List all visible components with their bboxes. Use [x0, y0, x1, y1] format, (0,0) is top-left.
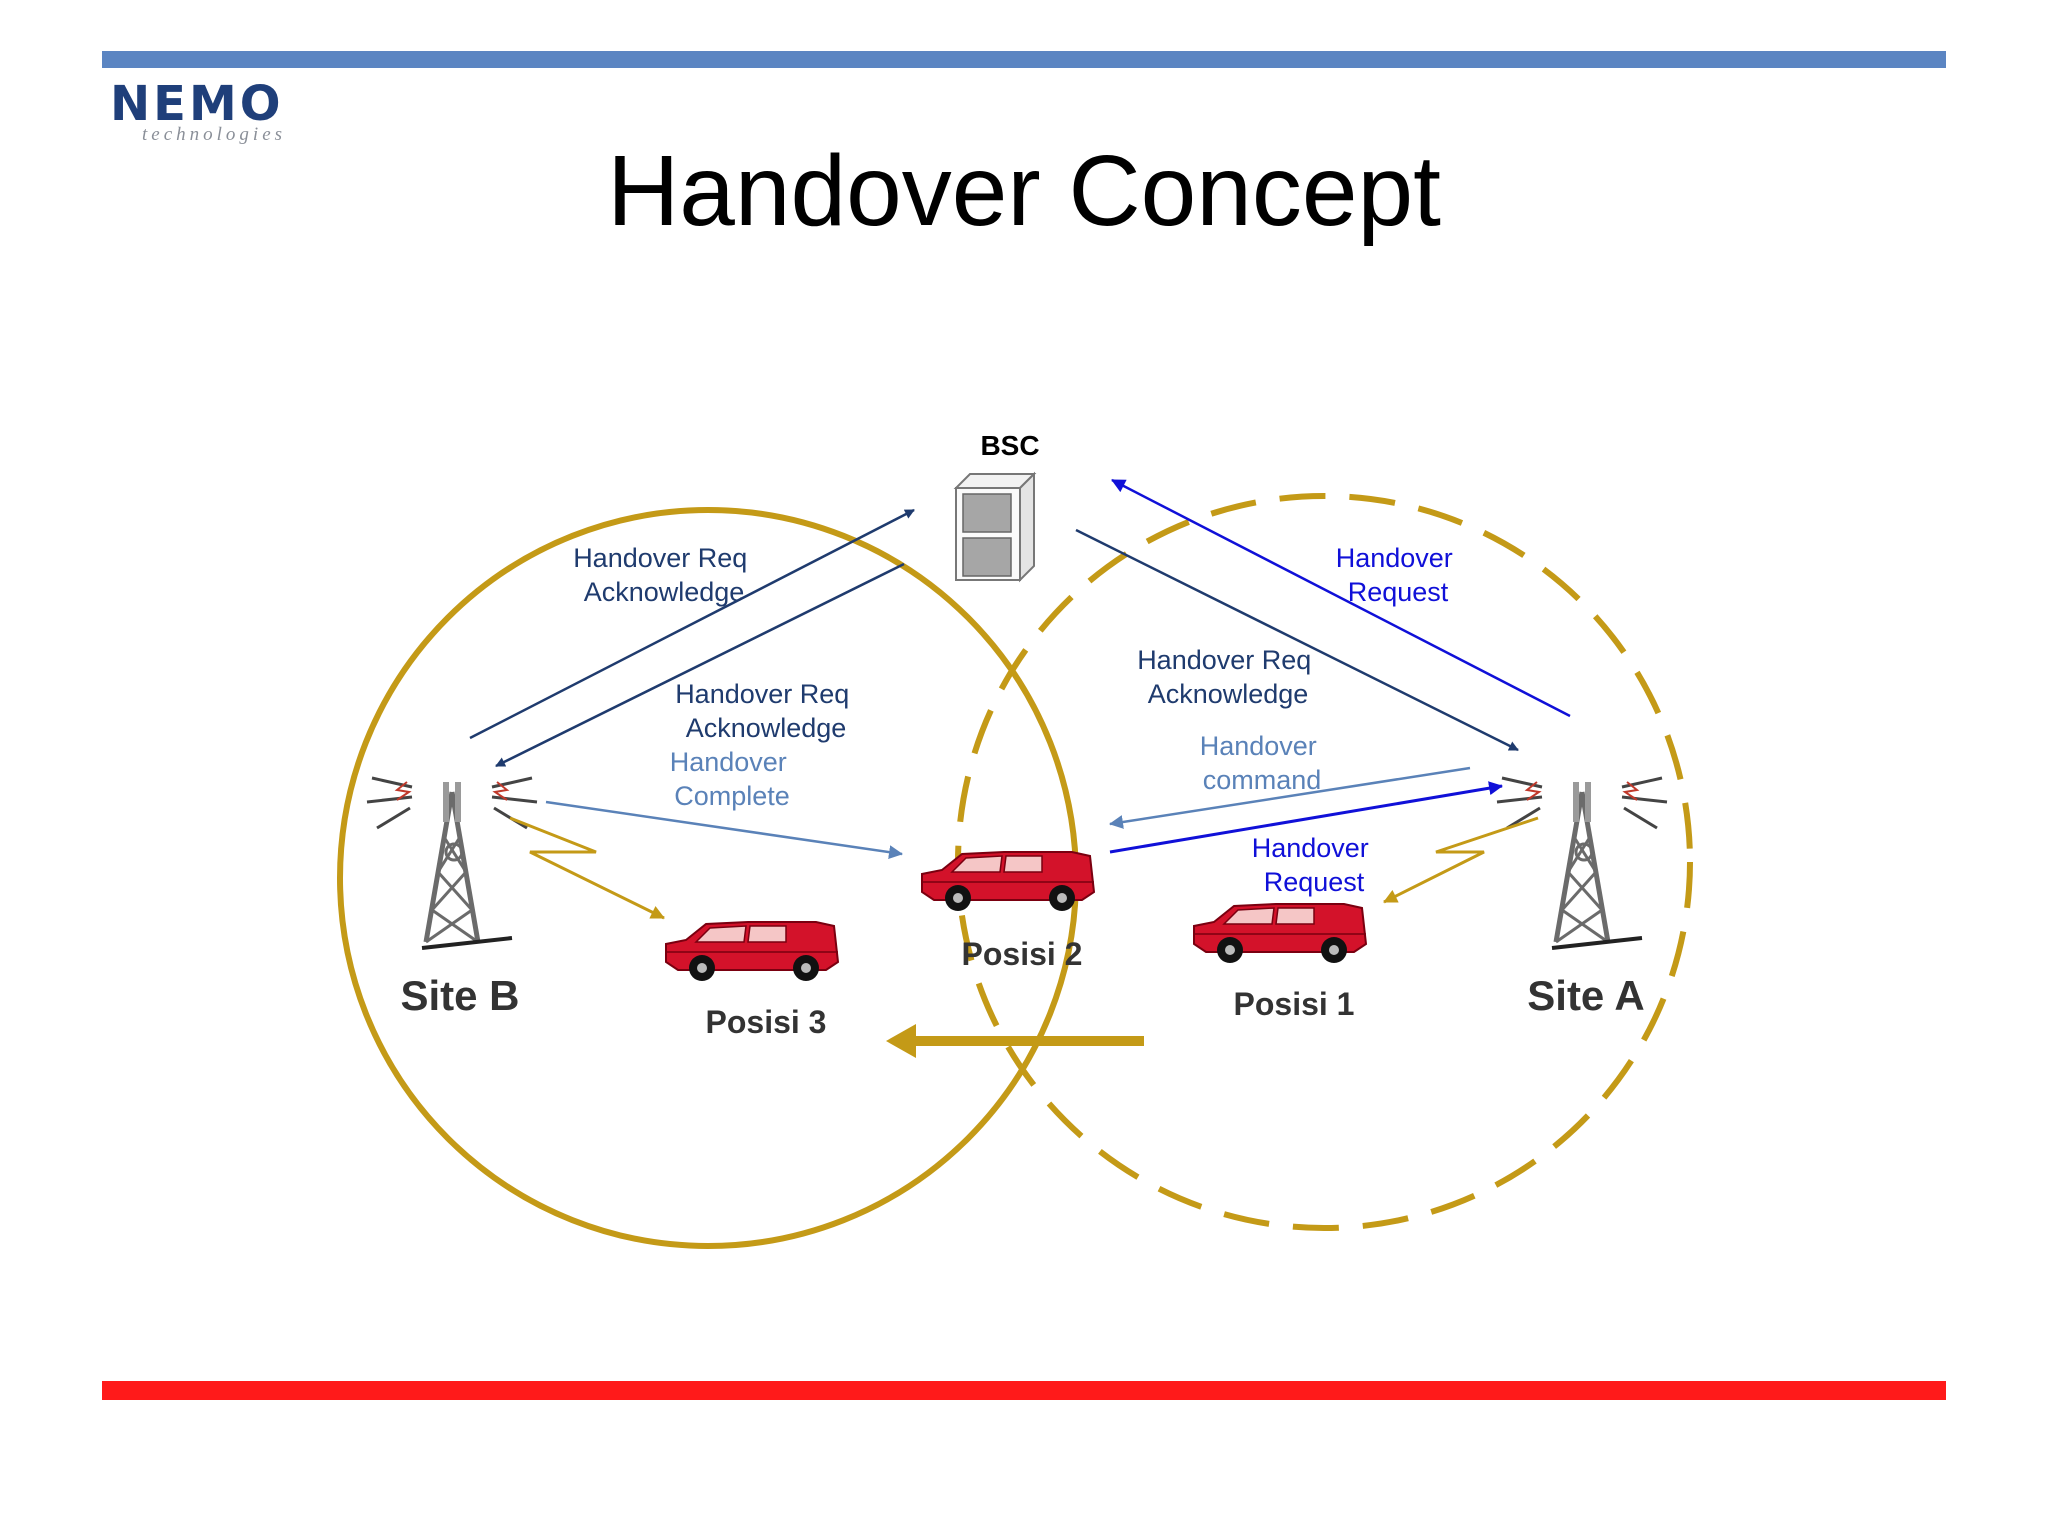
site-b-label: Site B	[400, 972, 519, 1019]
bsc-server-icon	[953, 471, 1037, 583]
arrow-site-a-to-car	[1109, 766, 1471, 829]
site-b-radio-link	[509, 816, 665, 920]
label-handover-request-mid: Handover Request	[1252, 833, 1377, 897]
arrow-bsc-to-site-a	[1075, 528, 1519, 752]
arrow-bsc-to-site-b	[495, 562, 905, 768]
arrow-site-b-to-bsc	[469, 508, 915, 740]
car-position-2-icon	[921, 851, 1095, 912]
site-a-tower-icon	[1497, 778, 1667, 948]
label-handover-command: Handover command	[1200, 731, 1325, 795]
car-movement-arrow	[886, 1024, 1144, 1058]
position-2-label: Posisi 2	[962, 936, 1083, 972]
car-position-3-icon	[665, 921, 839, 982]
nemo-logo: NEMO technologies	[110, 76, 330, 146]
slide-title: Handover Concept	[607, 135, 1441, 247]
car-position-1-icon	[1193, 903, 1367, 964]
site-a-label: Site A	[1527, 972, 1644, 1019]
bsc-label: BSC	[980, 430, 1039, 461]
site-b-tower-icon	[367, 778, 537, 948]
arrow-car-to-site-a	[1109, 781, 1503, 854]
label-handover-req-ack-top: Handover Req Acknowledge	[573, 543, 755, 607]
label-handover-complete: Handover Complete	[670, 747, 795, 811]
logo-wordmark: NEMO	[110, 76, 284, 132]
logo-tagline: technologies	[142, 124, 287, 145]
arrow-site-b-to-car	[545, 800, 903, 860]
label-handover-req-ack-right: Handover Req Acknowledge	[1137, 645, 1319, 709]
footer-accent-bar	[102, 1381, 1946, 1400]
site-a-radio-link	[1383, 816, 1539, 904]
position-1-label: Posisi 1	[1234, 986, 1355, 1022]
label-handover-req-ack-mid: Handover Req Acknowledge	[675, 679, 857, 743]
header-accent-bar	[102, 51, 1946, 68]
position-3-label: Posisi 3	[706, 1004, 827, 1040]
label-handover-request-top: Handover Request	[1336, 543, 1461, 607]
arrow-site-a-to-bsc	[1111, 478, 1571, 718]
